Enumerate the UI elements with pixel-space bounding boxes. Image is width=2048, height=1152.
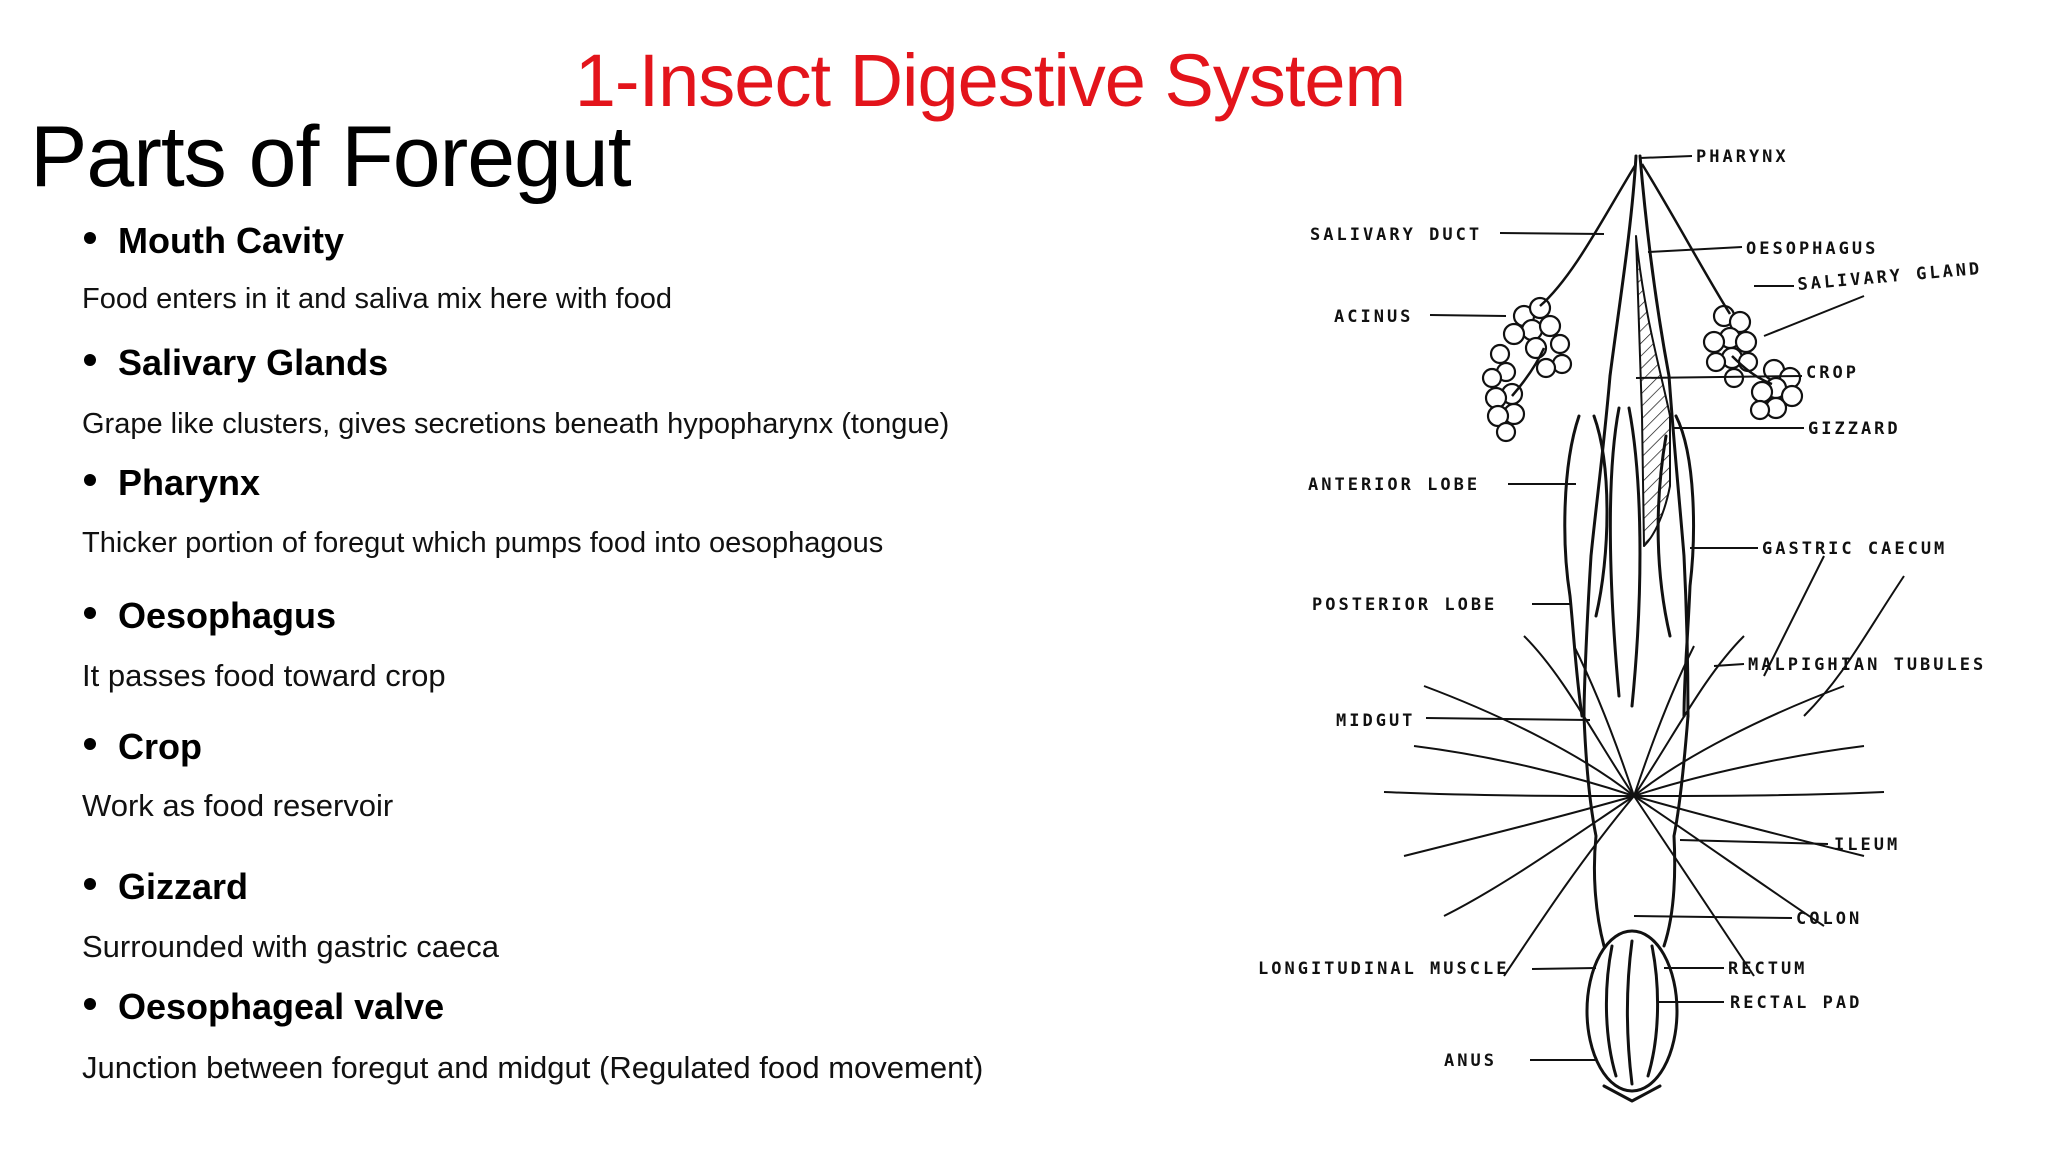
bullet-icon [84,354,96,366]
label-oesophagus: OESOPHAGUS [1746,239,1878,259]
item-title-text: Pharynx [118,462,261,503]
item-title-gizzard: Gizzard [84,866,248,908]
label-longitudinal-muscle: LONGITUDINAL MUSCLE [1258,959,1509,979]
label-salivary-duct: SALIVARY DUCT [1310,225,1482,245]
label-posterior-lobe: POSTERIOR LOBE [1312,595,1497,615]
slide-title: 1-Insect Digestive System [574,39,1406,122]
bullet-icon [84,474,96,486]
section-heading: Parts of Foregut [30,109,632,205]
leader-lines [1425,155,1865,1061]
item-desc-mouth-cavity: Food enters in it and saliva mix here wi… [82,283,672,315]
digestive-system-diagram: PHARYNX SALIVARY DUCT OESOPHAGUS SALIVAR… [1244,116,2044,1116]
label-crop: CROP [1806,363,1859,383]
item-title-oesophageal-valve: Oesophageal valve [84,986,444,1028]
item-desc-salivary-glands: Grape like clusters, gives secretions be… [82,408,950,440]
item-title-salivary-glands: Salivary Glands [84,342,388,384]
item-title-text: Crop [118,726,202,767]
label-ileum: ILEUM [1834,835,1900,855]
item-title-text: Salivary Glands [118,342,389,383]
label-salivary-gland: SALIVARY GLAND [1797,259,1983,295]
label-pharynx: PHARYNX [1696,147,1789,167]
item-title-mouth-cavity: Mouth Cavity [84,220,344,262]
diagram-svg: PHARYNX SALIVARY DUCT OESOPHAGUS SALIVAR… [1258,147,1986,1103]
item-desc-pharynx: Thicker portion of foregut which pumps f… [82,527,884,559]
bullet-icon [84,878,96,890]
label-anterior-lobe: ANTERIOR LOBE [1308,475,1480,495]
item-desc-crop: Work as food reservoir [82,788,394,823]
label-rectum: RECTUM [1728,959,1807,979]
item-title-pharynx: Pharynx [84,462,260,504]
bullet-icon [84,232,96,244]
salivary-ducts [1511,163,1773,397]
item-title-text: Gizzard [118,866,249,907]
malpighian-tubules [1383,555,1905,977]
label-malpighian-tubules: MALPIGHIAN TUBULES [1748,655,1986,675]
item-desc-oesophageal-valve: Junction between foregut and midgut (Reg… [82,1050,984,1085]
label-anus: ANUS [1444,1051,1497,1071]
item-title-text: Mouth Cavity [118,220,345,261]
item-desc-gizzard: Surrounded with gastric caeca [82,929,500,964]
label-rectal-pad: RECTAL PAD [1730,993,1862,1013]
label-acinus: ACINUS [1334,307,1413,327]
bullet-icon [84,607,96,619]
label-gizzard: GIZZARD [1808,419,1901,439]
bullet-icon [84,738,96,750]
item-title-text: Oesophageal valve [118,986,445,1027]
item-desc-oesophagus: It passes food toward crop [82,658,446,693]
item-title-crop: Crop [84,726,202,768]
bullet-icon [84,998,96,1010]
label-gastric-caecum: GASTRIC CAECUM [1762,539,1947,559]
label-colon: COLON [1796,909,1862,929]
gut-drawing [1563,154,1695,1103]
item-title-oesophagus: Oesophagus [84,595,336,637]
label-midgut: MIDGUT [1336,711,1415,731]
item-title-text: Oesophagus [118,595,337,636]
